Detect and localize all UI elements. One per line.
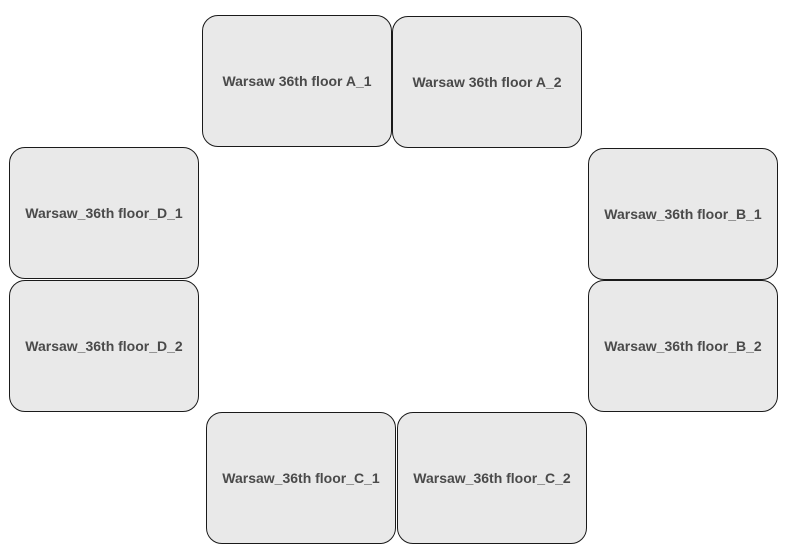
room-label-d2: Warsaw_36th floor_D_2 — [25, 338, 183, 354]
room-box-c1[interactable]: Warsaw_36th floor_C_1 — [206, 412, 396, 544]
room-box-a2[interactable]: Warsaw 36th floor A_2 — [392, 16, 582, 148]
room-label-a1: Warsaw 36th floor A_1 — [222, 73, 372, 89]
room-box-b1[interactable]: Warsaw_36th floor_B_1 — [588, 148, 778, 280]
room-box-b2[interactable]: Warsaw_36th floor_B_2 — [588, 280, 778, 412]
room-label-b1: Warsaw_36th floor_B_1 — [604, 206, 762, 222]
room-box-a1[interactable]: Warsaw 36th floor A_1 — [202, 15, 392, 147]
room-box-d2[interactable]: Warsaw_36th floor_D_2 — [9, 280, 199, 412]
room-label-c2: Warsaw_36th floor_C_2 — [413, 470, 571, 486]
room-box-c2[interactable]: Warsaw_36th floor_C_2 — [397, 412, 587, 544]
room-label-a2: Warsaw 36th floor A_2 — [412, 74, 562, 90]
room-label-c1: Warsaw_36th floor_C_1 — [222, 470, 380, 486]
room-label-d1: Warsaw_36th floor_D_1 — [25, 205, 183, 221]
room-label-b2: Warsaw_36th floor_B_2 — [604, 338, 762, 354]
room-box-d1[interactable]: Warsaw_36th floor_D_1 — [9, 147, 199, 279]
